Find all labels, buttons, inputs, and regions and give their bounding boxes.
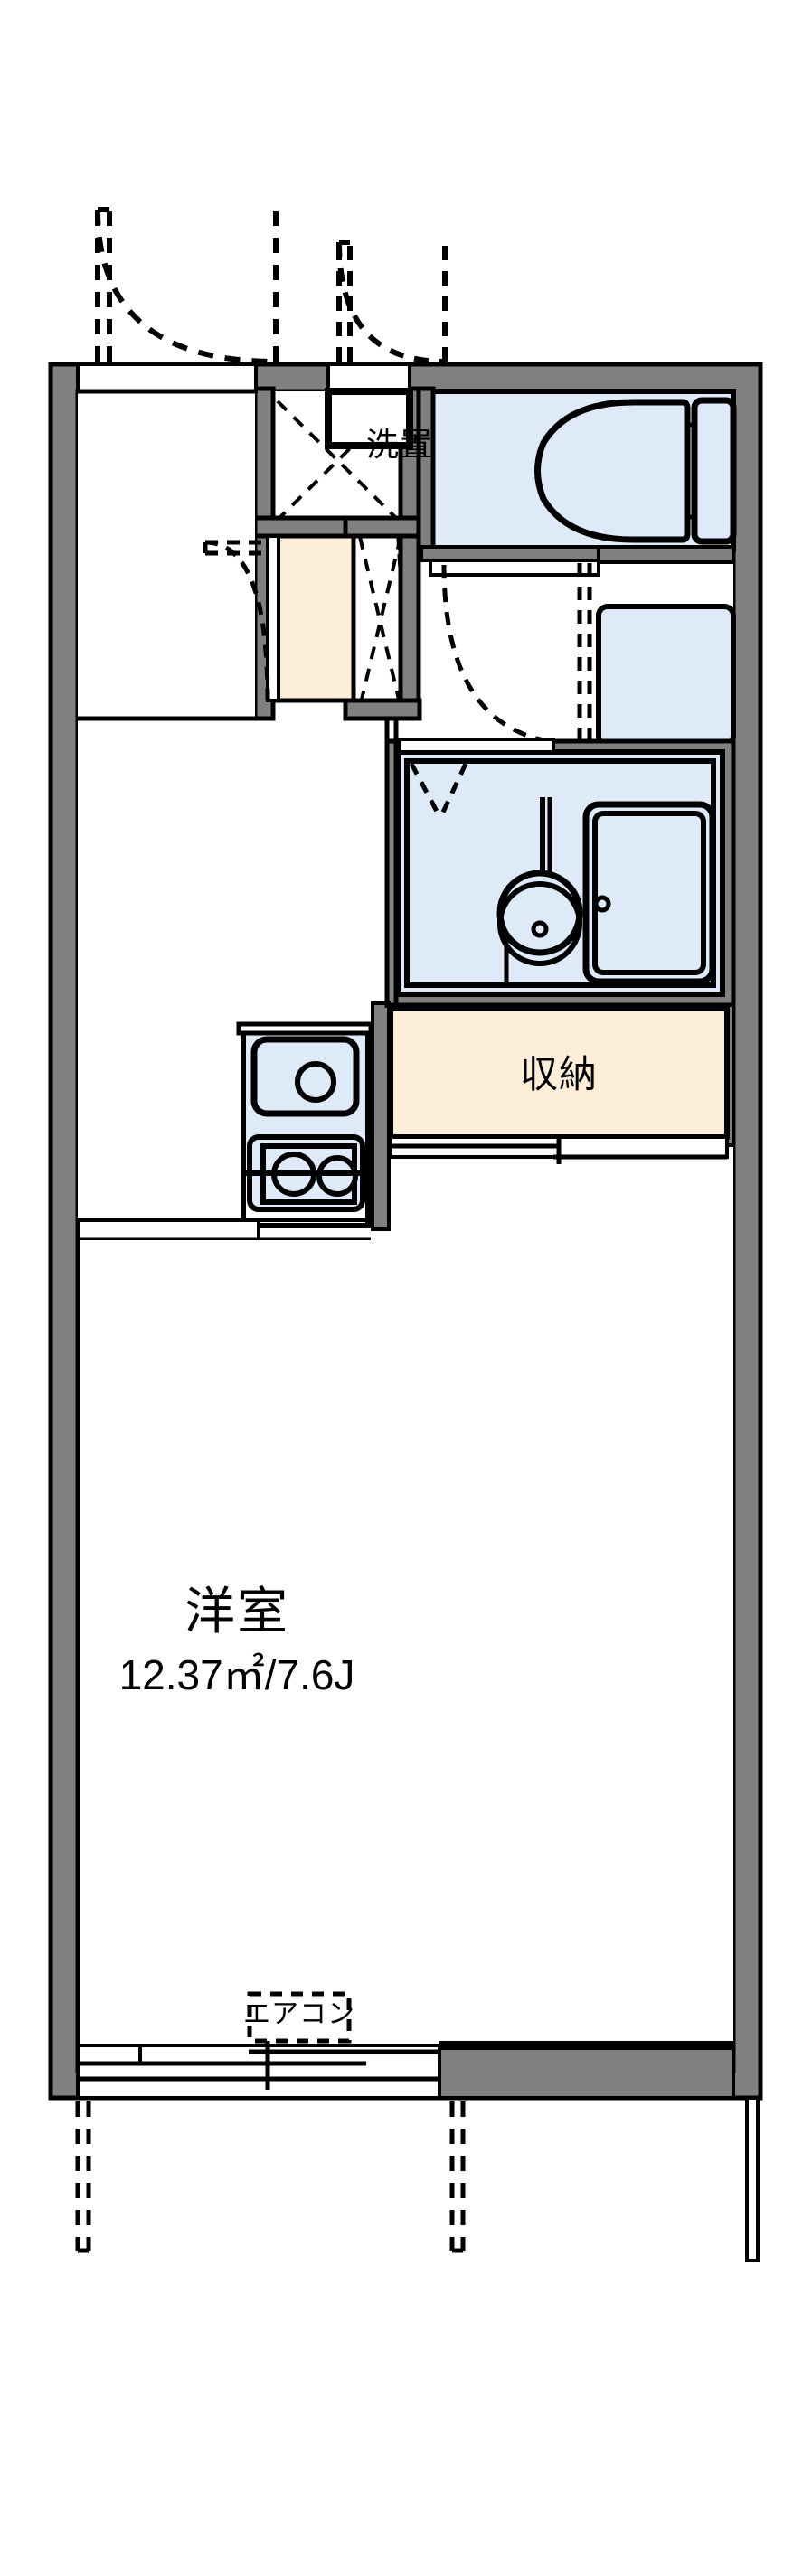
bath-door-indicator — [409, 762, 468, 820]
balcony-projection — [75, 2101, 466, 2253]
shoe-box — [266, 533, 356, 703]
hallway — [78, 389, 255, 721]
toilet-doorway — [326, 362, 411, 393]
washbasin-icon — [496, 797, 583, 985]
hallway-closet-door-swing — [203, 540, 270, 701]
toilet-icon — [534, 397, 737, 545]
bathtub-icon — [582, 801, 716, 985]
entrance-doorway — [76, 362, 258, 393]
aircon-label: エアコン — [243, 1999, 355, 2029]
main-room-floor — [76, 1240, 733, 2045]
kitchen-unit — [236, 1021, 373, 1228]
main-room-area-label: 12.37㎡/7.6J — [118, 1651, 355, 1698]
washer-space-label: 洗置 — [365, 426, 434, 463]
closet-label: 収納 — [519, 1053, 599, 1095]
kitchen-partition — [371, 719, 399, 1231]
washroom — [420, 545, 736, 747]
aircon-box — [247, 1991, 352, 2044]
main-room-label: 洋室 — [184, 1583, 289, 1640]
balcony-edge-line — [745, 2096, 760, 2262]
balcony-window — [76, 2041, 735, 2100]
toilet-door-recess — [325, 388, 413, 449]
toilet-door-swing — [336, 240, 448, 364]
entrance-door-swing — [95, 209, 279, 364]
closet-area — [385, 1003, 735, 1164]
